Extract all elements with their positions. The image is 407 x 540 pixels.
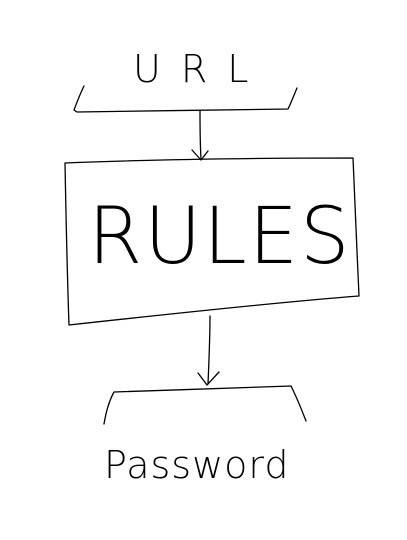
rules-node: RULES: [64, 157, 360, 326]
url-bracket: [73, 85, 298, 113]
rules-label: RULES: [88, 192, 352, 282]
arrow-rules-to-password: [197, 315, 220, 386]
arrow-url-to-rules: [191, 110, 209, 161]
arrow-head: [191, 149, 209, 161]
rules-box: [64, 157, 360, 326]
password-node: Password: [103, 385, 307, 487]
password-bracket: [103, 385, 307, 425]
arrow-head: [197, 371, 220, 386]
arrow-shaft: [199, 110, 202, 160]
url-label: URL: [133, 47, 268, 91]
arrow-shaft: [207, 315, 211, 385]
password-label: Password: [104, 443, 290, 487]
url-node: URL: [73, 47, 298, 113]
